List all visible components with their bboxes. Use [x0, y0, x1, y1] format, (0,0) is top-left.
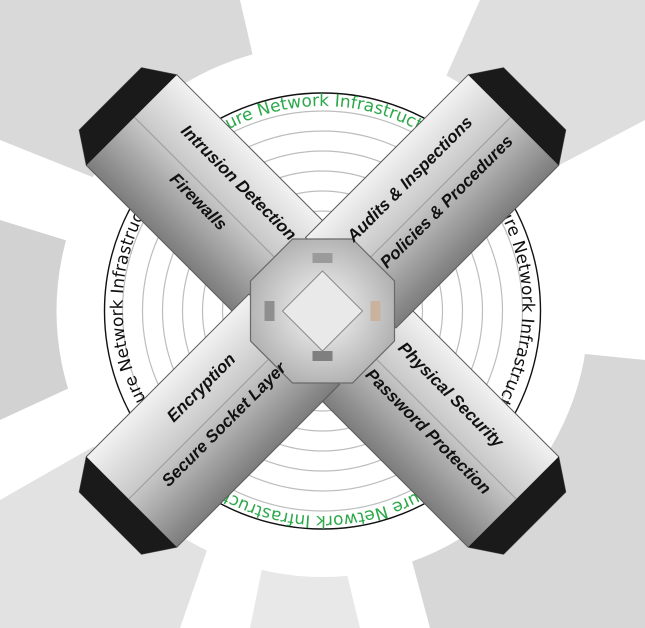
center-hub	[249, 238, 396, 384]
cross-beams	[78, 67, 567, 555]
